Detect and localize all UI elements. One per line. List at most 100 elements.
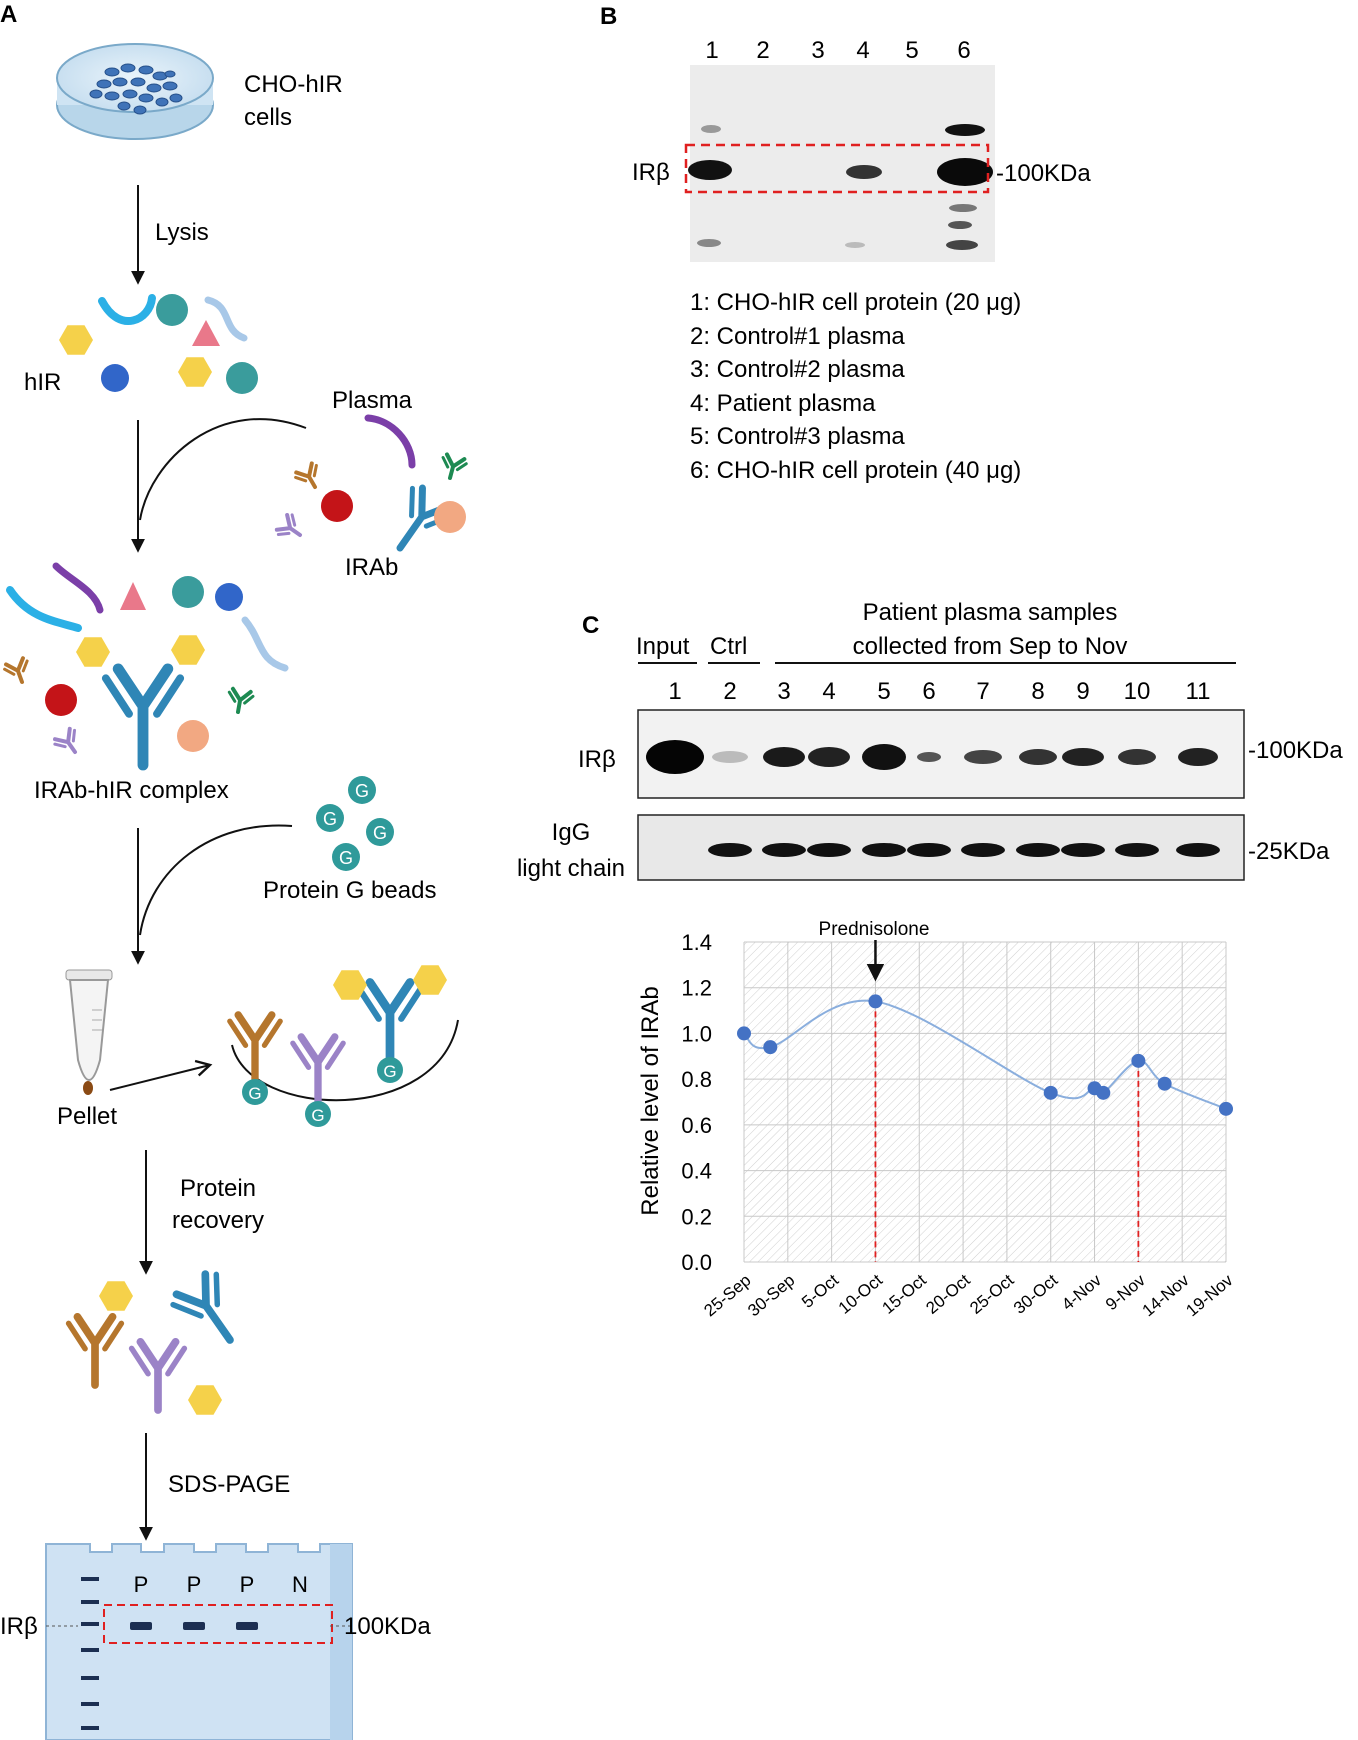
protein-band — [763, 747, 805, 767]
plot-area — [744, 942, 1226, 1262]
y-tick-label: 0.2 — [681, 1204, 712, 1229]
y-tick-label: 0.4 — [681, 1159, 712, 1184]
lane-number: 3 — [811, 37, 824, 64]
hir-label: hIR — [24, 369, 61, 396]
legend-item: 4: Patient plasma — [690, 390, 876, 417]
series-line — [743, 999, 1227, 1110]
data-point — [763, 1040, 778, 1055]
bead-letter: G — [339, 848, 353, 868]
bead-letter: G — [248, 1084, 261, 1103]
panel-b-marker: -100KDa — [996, 160, 1091, 187]
protein-g-beads-icon: G G G G — [316, 776, 394, 871]
complex-label: IRAb-hIR complex — [34, 777, 229, 804]
irab-hir-complex-icon — [1, 562, 289, 765]
samples-label-line1: Patient plasma samples — [863, 599, 1118, 626]
data-point — [1096, 1085, 1111, 1100]
panel-b-ir-label: IRβ — [632, 159, 670, 186]
bead-letter: G — [373, 823, 387, 843]
data-point — [1131, 1053, 1146, 1068]
lane-number: 6 — [957, 37, 970, 64]
protein-band — [808, 747, 850, 767]
panel-b-letter: B — [600, 3, 617, 30]
x-tick-label: 10-Oct — [835, 1270, 887, 1318]
y-tick-label: 0.8 — [681, 1067, 712, 1092]
lane-number: 6 — [922, 678, 935, 705]
panel-c-letter: C — [582, 612, 599, 639]
lysis-label: Lysis — [155, 219, 209, 246]
lane-number: 1 — [705, 37, 718, 64]
tube-icon — [65, 969, 113, 1095]
legend-item: 3: Control#2 plasma — [690, 356, 905, 383]
lane-number: 10 — [1124, 678, 1151, 705]
lane-number: 11 — [1186, 678, 1211, 705]
protein-band — [1118, 749, 1156, 765]
lane-number: 2 — [756, 37, 769, 64]
recovered-proteins-icon — [69, 1269, 252, 1415]
bead-letter: G — [355, 781, 369, 801]
panel-c-ir-label: IRβ — [578, 746, 616, 773]
igg-band — [708, 843, 752, 857]
pellet-arrow — [109, 1059, 213, 1091]
y-tick-label: 1.0 — [681, 1021, 712, 1046]
input-label: Input — [636, 633, 690, 660]
panel-c-igg-blot — [637, 814, 1245, 881]
x-tick-label: 14-Nov — [1139, 1270, 1194, 1320]
igg-band — [907, 843, 951, 857]
gel-ir-label: IRβ — [0, 1613, 38, 1640]
lane-number: 4 — [856, 37, 869, 64]
gel-lane-label: P — [240, 1572, 255, 1597]
bead-letter: G — [311, 1106, 324, 1125]
lane-number: 5 — [877, 678, 890, 705]
igg-band — [762, 843, 806, 857]
igg-band — [862, 843, 906, 857]
schematic-gel — [45, 1543, 353, 1740]
prednisolone-annotation: Prednisolone — [819, 919, 930, 940]
x-tick-label: 4-Nov — [1058, 1270, 1105, 1314]
cells-label-line1: CHO-hIR — [244, 71, 343, 98]
pellet-label: Pellet — [57, 1103, 117, 1130]
recovery-label-line2: recovery — [172, 1207, 264, 1234]
data-point — [868, 994, 883, 1009]
igg-band — [1061, 843, 1105, 857]
y-tick-label: 0.6 — [681, 1113, 712, 1138]
plasma-components-icon — [273, 414, 470, 562]
plasma-label: Plasma — [332, 387, 413, 414]
panel-c-marker-100: -100KDa — [1248, 737, 1343, 764]
igg-band — [807, 843, 851, 857]
legend-item: 1: CHO-hIR cell protein (20 μg) — [690, 289, 1021, 316]
data-point — [737, 1026, 751, 1041]
sds-page-label: SDS-PAGE — [168, 1471, 290, 1498]
lane-number: 8 — [1031, 678, 1044, 705]
lysate-molecules-icon — [59, 294, 258, 394]
panel-c-ir-blot — [637, 709, 1245, 799]
x-tick-label: 25-Oct — [966, 1270, 1018, 1318]
x-tick-label: 20-Oct — [922, 1270, 974, 1318]
protein-band — [1062, 748, 1104, 766]
lane-number: 2 — [723, 678, 736, 705]
igg-label-line1: IgG — [552, 819, 591, 846]
igg-band — [1115, 843, 1159, 857]
bead-complex-bowl-icon: G G G — [230, 965, 459, 1127]
lane-number: 3 — [777, 678, 790, 705]
panel-b-legend: 1: CHO-hIR cell protein (20 μg) 2: Contr… — [690, 289, 1021, 484]
cells-label-line2: cells — [244, 104, 292, 131]
bead-letter: G — [383, 1062, 396, 1081]
bead-letter: G — [323, 809, 337, 829]
panel-a-letter: A — [0, 1, 17, 28]
igg-band — [1176, 843, 1220, 857]
igg-band — [961, 843, 1005, 857]
panel-c-marker-25: -25KDa — [1248, 838, 1330, 865]
protein-band — [646, 740, 704, 774]
lane-number: 9 — [1076, 678, 1089, 705]
protein-band — [917, 752, 941, 762]
plasma-merge-curve — [139, 418, 307, 521]
gel-lane-label: P — [187, 1572, 202, 1597]
protein-band — [1019, 749, 1057, 765]
irab-label: IRAb — [345, 554, 398, 581]
igg-label-line2: light chain — [517, 855, 625, 882]
data-point — [1043, 1085, 1058, 1100]
lane-number: 1 — [668, 678, 681, 705]
x-tick-label: 19-Nov — [1182, 1270, 1237, 1320]
protein-band — [712, 751, 748, 763]
